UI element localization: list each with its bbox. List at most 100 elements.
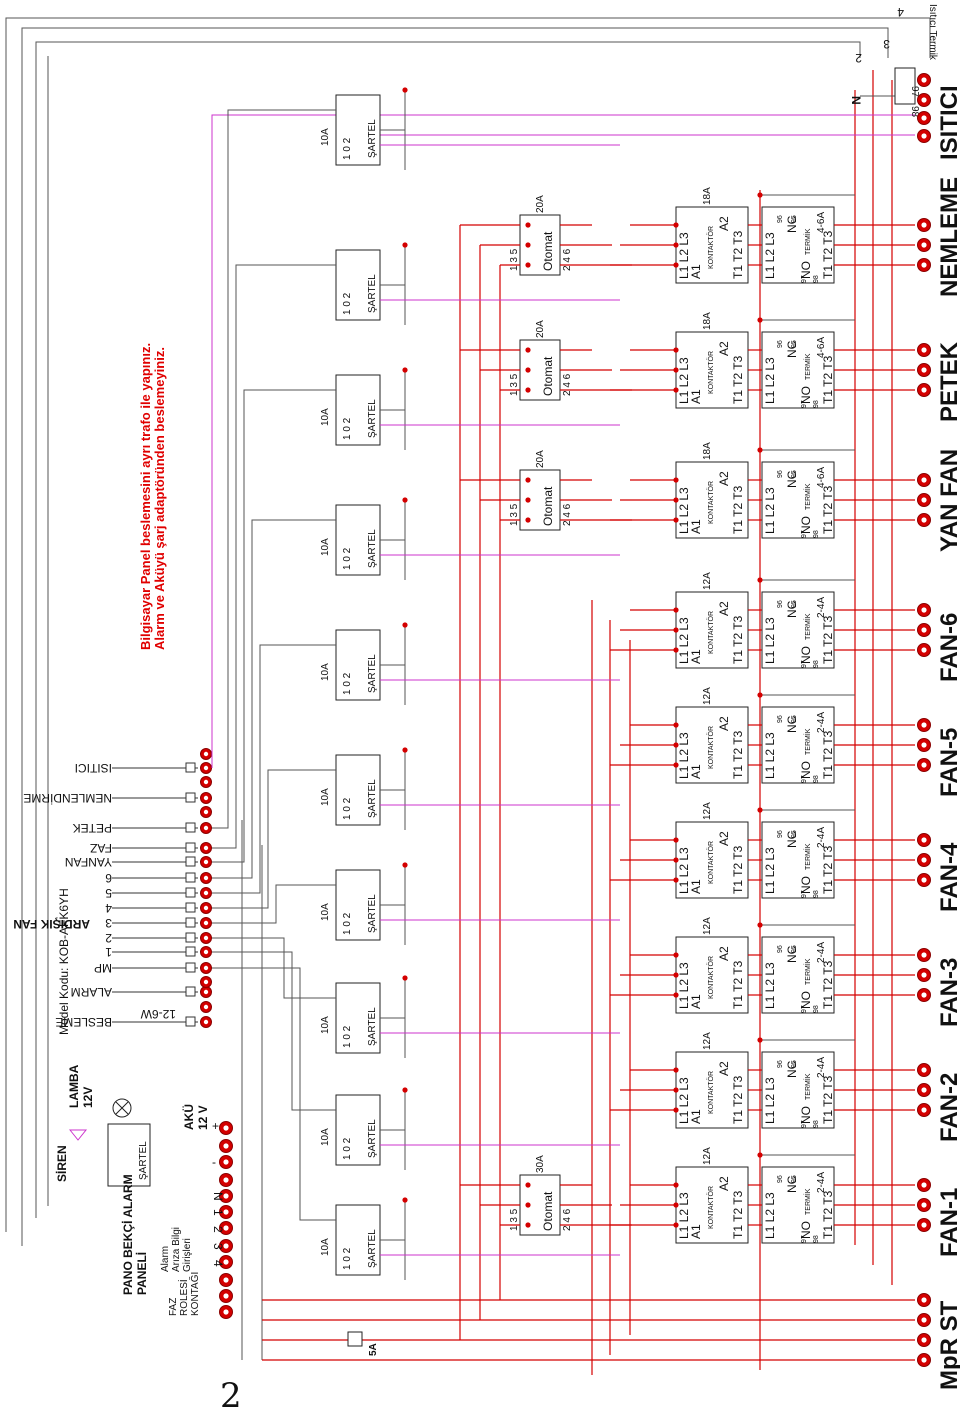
panel-terminal-extra [200, 806, 212, 818]
junction-dot [757, 807, 763, 813]
junction-dot [525, 262, 531, 268]
junction-dot [673, 517, 679, 523]
sartel-positions: 1 0 2 [342, 1247, 353, 1270]
contactor-a1: A1 [689, 264, 703, 279]
thermal-95: 95 [791, 470, 798, 478]
thermal-box [761, 706, 835, 784]
otomat-rating: 30A [535, 1155, 546, 1173]
thermal-rating: 4-6A [816, 212, 827, 233]
output-label-fan-6: FAN-6 [936, 613, 960, 682]
alarm-terminal-2 [219, 1155, 233, 1169]
thermal-label: TERMİK [803, 958, 812, 985]
sartel-label: ŞARTEL [367, 274, 378, 313]
thermal-no: NO [799, 1221, 813, 1239]
panel-input-label-9: YANFAN [65, 855, 112, 869]
thermal-nc: NC [785, 945, 799, 963]
thermal-rating: 4-6A [816, 467, 827, 488]
contactor-rating: 18A [702, 312, 713, 330]
panel-terminal-extra [200, 776, 212, 788]
sartel-positions: 1 0 2 [342, 1137, 353, 1160]
alarm-section: SİREN LAMBA 12V ŞARTEL AKÜ 12 V PANO BEK… [54, 1064, 233, 1319]
junction-dot [525, 497, 531, 503]
junction-dot [402, 862, 408, 868]
output-label-fan-3: FAN-3 [936, 958, 960, 1027]
panel-input-box [185, 872, 196, 883]
thermal-no: NO [799, 991, 813, 1009]
panel-input-box [185, 762, 196, 773]
isitici-terminal [917, 93, 931, 107]
contactor-label: KONTAKTÖR [707, 611, 715, 654]
output-label-nemleme: NEMLEME [936, 177, 960, 297]
sartel-label: ŞARTEL [367, 654, 378, 693]
junction-dot [402, 622, 408, 628]
thermal-nc: NC [785, 715, 799, 733]
thermal-98: 98 [813, 1235, 820, 1243]
output-terminal [917, 1083, 931, 1097]
pano-title-1: PANO BEKÇİ ALARM [120, 1174, 135, 1295]
panel-terminal-1 [200, 986, 212, 998]
lamba-voltage: 12V [81, 1087, 95, 1108]
junction-dot [525, 387, 531, 393]
thermal-nc: NC [785, 1060, 799, 1078]
thermal-rating: 2-4A [816, 1057, 827, 1078]
fuse-5a: 5A [347, 1331, 379, 1356]
junction-dot [673, 627, 679, 633]
panel-terminal-11 [200, 822, 212, 834]
output-terminal [917, 513, 931, 527]
output-labels: MpR ST ISITICI FAN-1FAN-2FAN-3FAN-4FAN-5… [936, 85, 960, 1390]
alarm-terminal-label-3: 3 [211, 1243, 225, 1250]
mpr-st-label: MpR ST [936, 1300, 960, 1390]
isitici-terminal [917, 111, 931, 125]
isitici-termik-box [894, 67, 916, 105]
panel-input-label-3: 1 [105, 945, 112, 959]
svg-text:5A: 5A [368, 1343, 379, 1356]
thermal-bottom-poles: T1 T2 T3 [821, 355, 835, 404]
junction-dot [757, 447, 763, 453]
junction-dot [673, 497, 679, 503]
alarm-terminal-8 [219, 1255, 233, 1269]
sartel-rating: 10A [320, 538, 331, 556]
panel-terminal-13 [200, 762, 212, 774]
thermal-rating: 2-4A [816, 827, 827, 848]
alarm-sartel [107, 1123, 151, 1187]
contactor-label: KONTAKTÖR [707, 1071, 715, 1114]
output-terminal [917, 473, 931, 487]
output-terminal [917, 603, 931, 617]
contactor-a2: A2 [717, 601, 731, 616]
contactor-rating: 18A [702, 187, 713, 205]
panel-input-box [185, 986, 196, 997]
siren-icon [68, 1129, 88, 1141]
alarm-note-3: Girişleri [182, 1238, 193, 1272]
contactor-rating: 12A [702, 572, 713, 590]
junction-dot [673, 1067, 679, 1073]
sartel-positions: 1 0 2 [342, 292, 353, 315]
otomat-top-poles: 1 3 5 [509, 503, 520, 526]
junction-dot [673, 242, 679, 248]
output-terminal [917, 343, 931, 357]
contactor-top-poles: L1 L2 L3 [677, 1192, 691, 1239]
sartel-positions: 1 0 2 [342, 797, 353, 820]
otomat-label: Otomat [541, 1191, 555, 1231]
output-label-yan-fan: YAN FAN [936, 449, 960, 552]
junction-dot [673, 877, 679, 883]
sartel-positions: 1 0 2 [342, 137, 353, 160]
output-terminal [917, 383, 931, 397]
thermal-top-poles: L1 L2 L3 [763, 1077, 777, 1124]
power-wires [211, 70, 915, 1375]
output-terminal [917, 718, 931, 732]
thermal-96: 96 [777, 1175, 784, 1183]
panel-input-box [185, 932, 196, 943]
sartel-label: ŞARTEL [367, 779, 378, 818]
contactor-box [675, 461, 749, 539]
thermal-98: 98 [813, 1120, 820, 1128]
junction-dot [757, 1037, 763, 1043]
contactor-box [675, 936, 749, 1014]
output-terminal [917, 258, 931, 272]
panel-input-label-6: 4 [105, 901, 112, 915]
mpr-st-terminal [917, 1313, 931, 1327]
output-terminal [917, 1218, 931, 1232]
sartel-rating: 10A [320, 1016, 331, 1034]
isitici-termik-label: Isıtıcı Termik [927, 4, 938, 61]
